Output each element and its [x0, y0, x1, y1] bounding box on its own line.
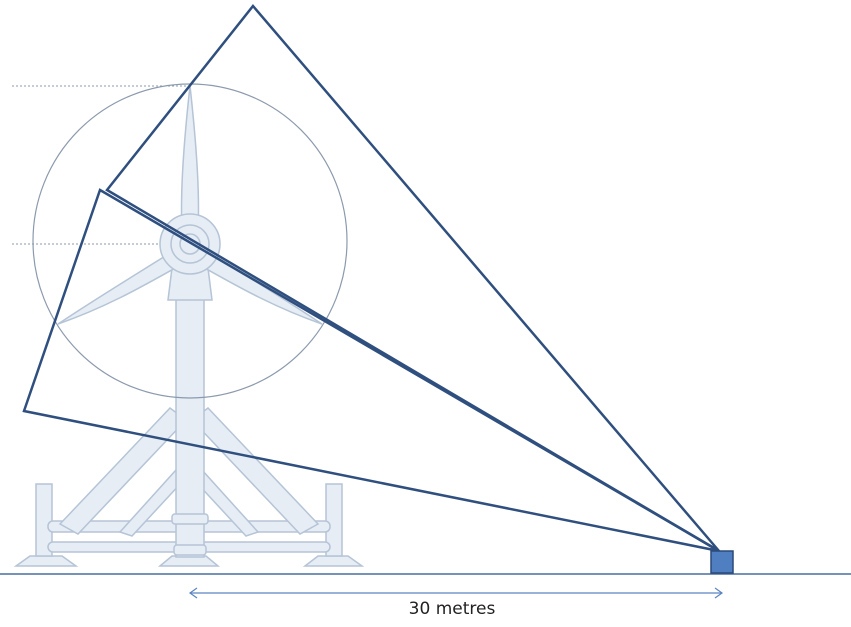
square-sensor-icon — [710, 550, 734, 574]
arrow-head-left — [188, 587, 198, 599]
right-post — [325, 483, 343, 557]
left-post — [35, 483, 53, 557]
right-brace — [190, 406, 320, 535]
left-foot — [13, 555, 79, 567]
tower-collar — [171, 513, 209, 525]
large-sight-triangle — [105, 4, 720, 553]
left-brace — [58, 406, 188, 535]
right-foot — [302, 555, 365, 567]
tower — [175, 284, 205, 558]
distance-label: 30 metres — [409, 599, 496, 619]
distance-dimension-arrow — [188, 587, 724, 599]
blade-top — [180, 85, 200, 229]
center-foot — [157, 555, 221, 567]
tidal-turbine — [13, 85, 365, 567]
arrow-head-right — [714, 587, 724, 599]
lower-sight-triangle — [22, 188, 720, 553]
tower-lower-collar — [173, 544, 207, 556]
